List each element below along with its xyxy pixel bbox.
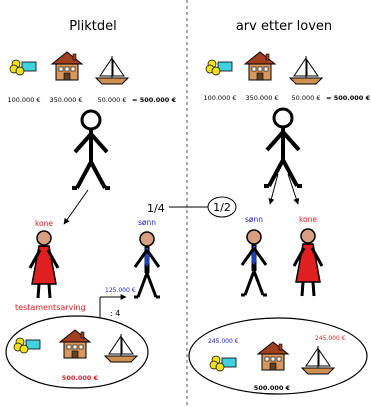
half-fraction: 1/2 [213, 201, 231, 214]
total-value: = 500.000 € [132, 96, 177, 104]
left-estate-total: 500.000 € [62, 374, 99, 382]
coins-icon [9, 59, 37, 76]
stick-figure-icon [262, 107, 304, 188]
heading-left: Pliktdel [69, 19, 117, 34]
left-assets: 100.000 € 350.000 € 50.000 € = 500.000 € [7, 51, 177, 104]
arrow-to-wife-right [287, 173, 300, 205]
wife-label: kone [35, 219, 53, 228]
stick-figure-icon [70, 109, 112, 190]
sailboat-icon [289, 55, 323, 85]
testamentary-label: testamentsarving [15, 303, 86, 312]
coins-icon [205, 59, 233, 76]
house-icon [244, 51, 276, 81]
money-value: 100.000 € [203, 94, 236, 102]
sailboat-icon [95, 55, 129, 85]
house-value: 350.000 € [245, 94, 278, 102]
wife-figure-icon [292, 227, 324, 298]
wife-figure-icon [28, 229, 60, 300]
right-assets: 100.000 € 350.000 € 50.000 € = 500.000 € [203, 51, 371, 102]
son-amount: 125.000 € [105, 287, 136, 294]
house-value: 350.000 € [49, 96, 82, 104]
boat-value: 50.000 € [292, 94, 321, 102]
boat-value: 50.000 € [98, 96, 127, 104]
house-icon [51, 51, 83, 81]
arrow-to-wife [63, 189, 89, 225]
right-son-amount: 245.000 € [208, 338, 239, 345]
son-figure-icon [241, 230, 267, 295]
heading-right: arv etter loven [236, 19, 332, 34]
divide-label: : 4 [110, 309, 120, 318]
son-label: sønn [138, 218, 156, 227]
total-value: = 500.000 € [326, 94, 371, 102]
son-figure-icon [134, 232, 160, 297]
right-wife-amount: 245.000 € [315, 335, 346, 342]
wife-label-right: kone [299, 215, 317, 224]
quarter-fraction: 1/4 [147, 202, 165, 215]
half-circle [207, 196, 237, 218]
son-label-right: sønn [245, 215, 263, 224]
arrow-to-son-right [268, 173, 279, 205]
right-estate-total: 500.000 € [254, 384, 291, 392]
money-value: 100.000 € [7, 96, 40, 104]
